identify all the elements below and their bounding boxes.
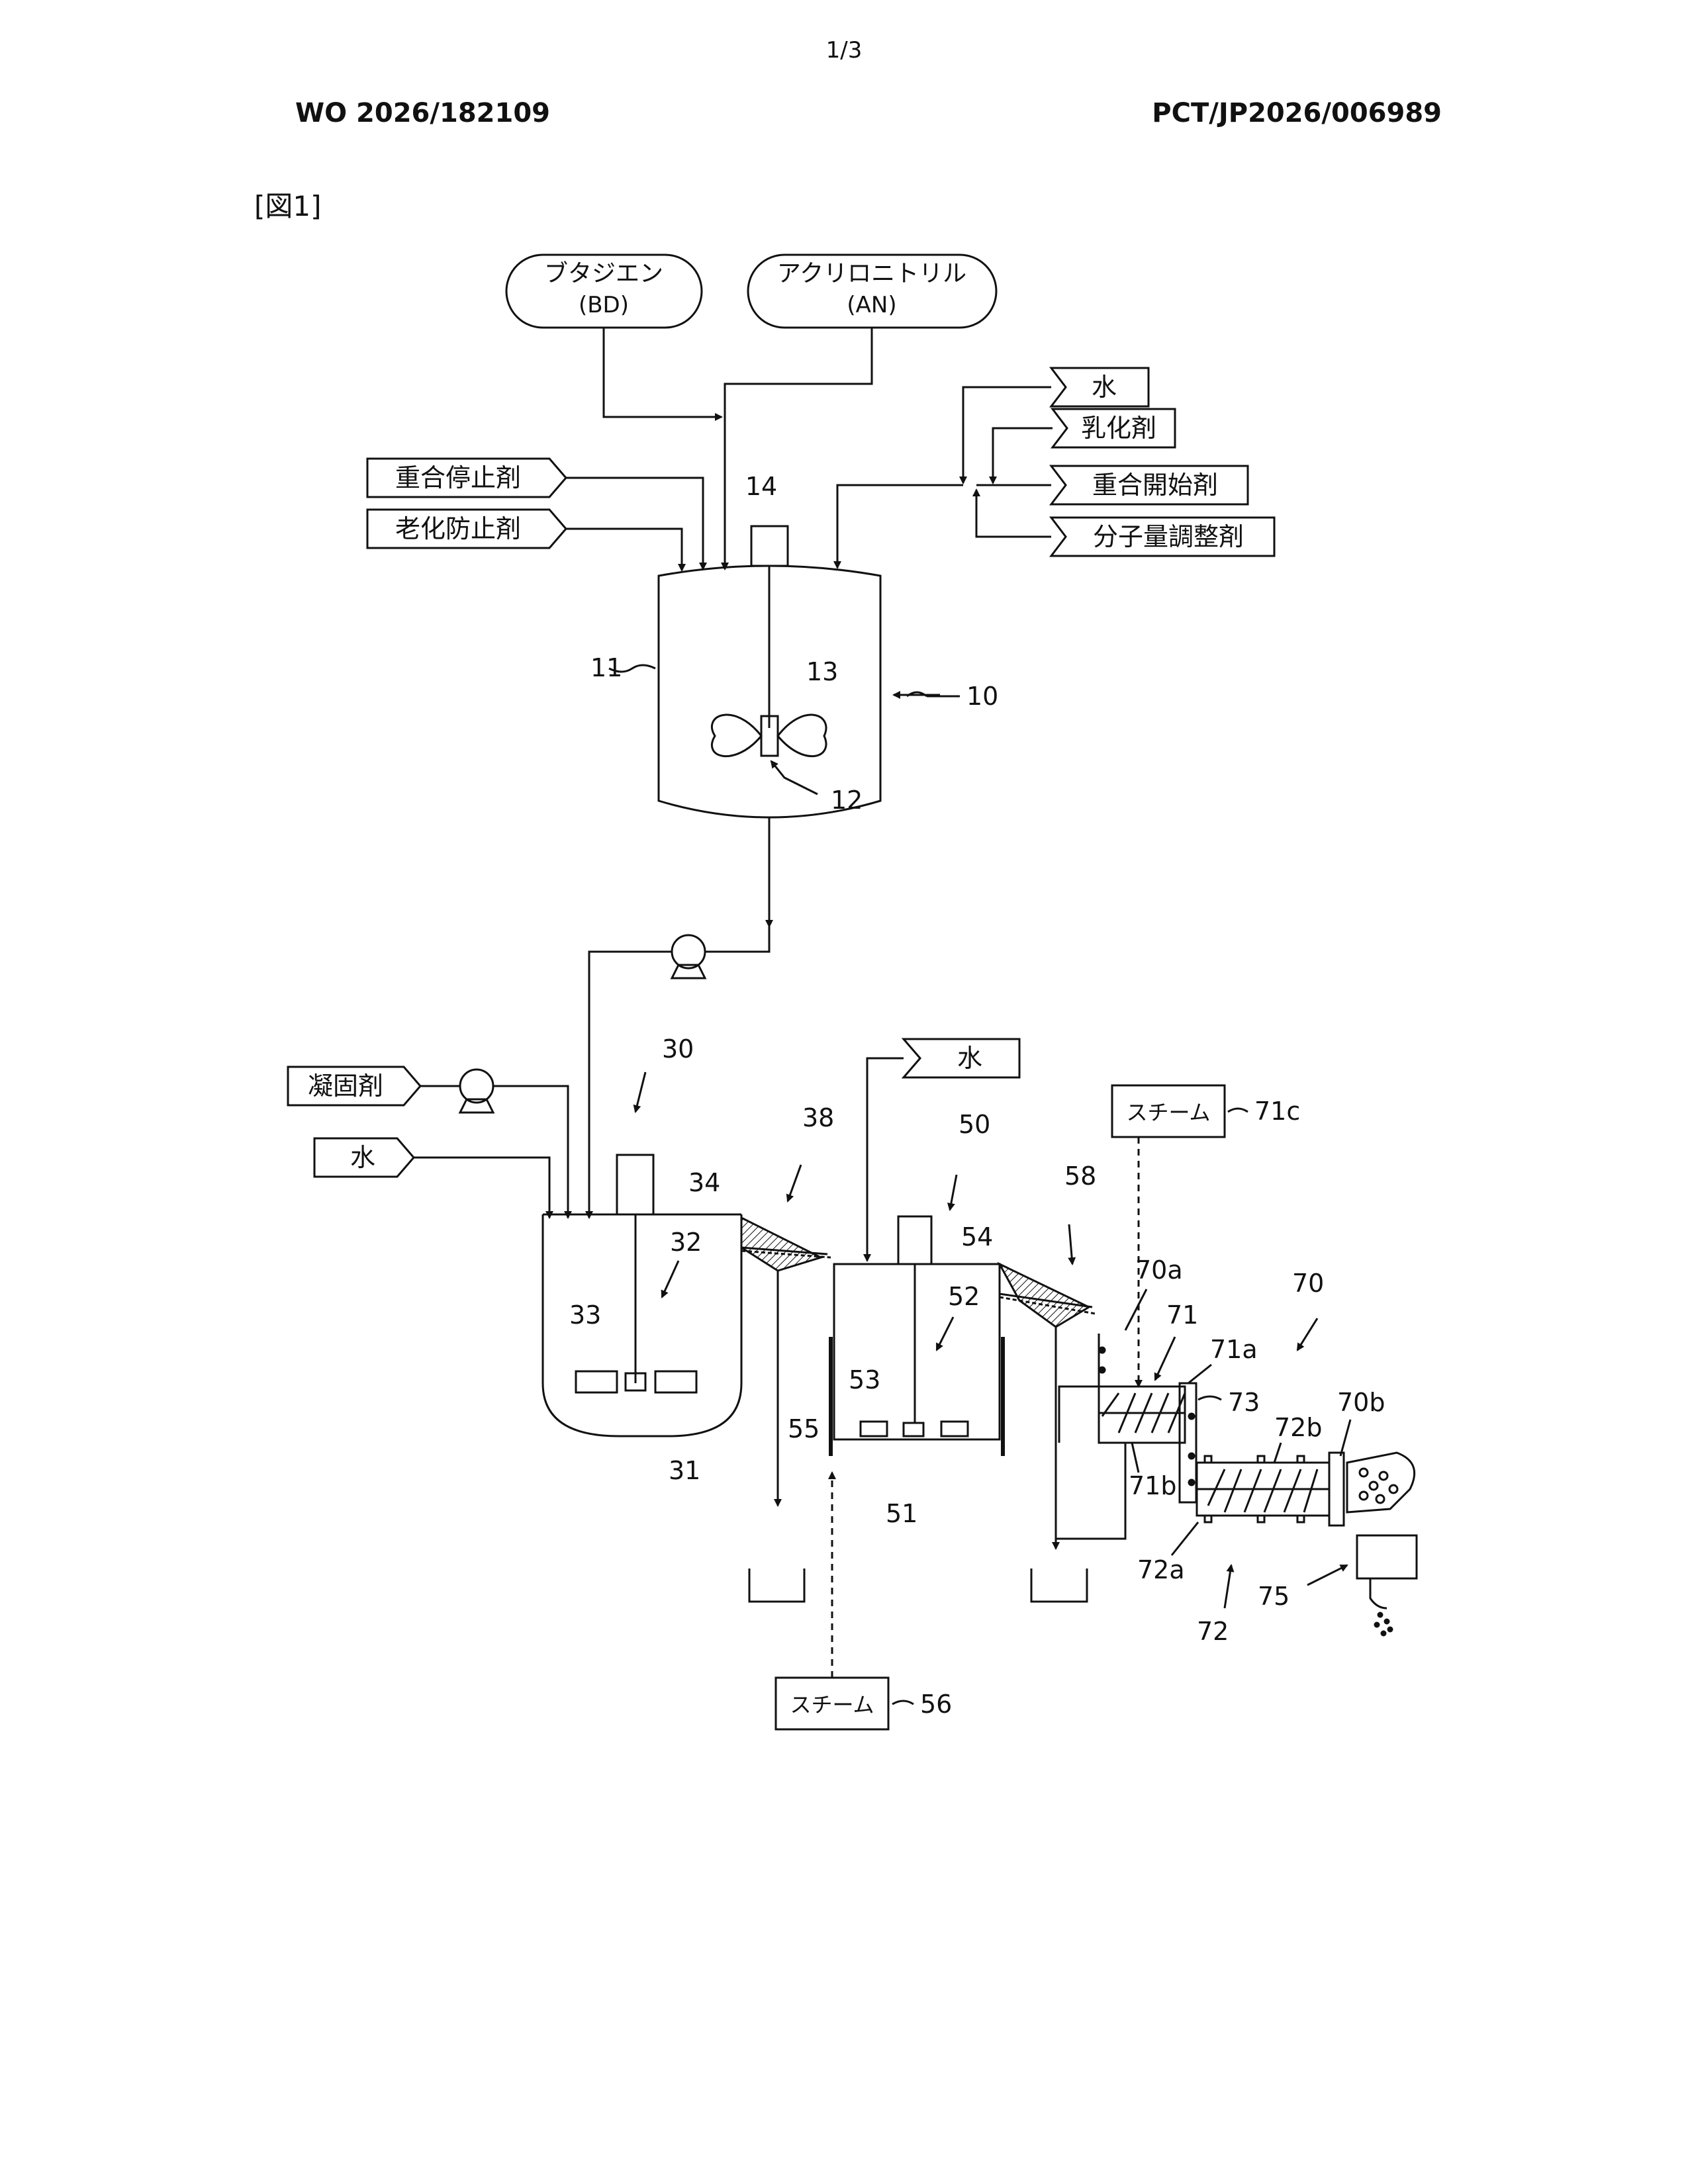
coagulant-pump (460, 1069, 493, 1113)
ref-71: 71 (1166, 1300, 1198, 1330)
steam-label-1: スチーム (790, 1692, 874, 1717)
ref-50: 50 (959, 1110, 990, 1139)
antioxidant-label: 老化防止剤 (395, 514, 521, 543)
stopper-label: 重合停止剤 (395, 463, 521, 492)
water-label-3: 水 (957, 1044, 982, 1073)
screw-flights-72 (1208, 1469, 1317, 1512)
butadiene-label: ブタジエン (544, 260, 663, 287)
initiator-feed: 重合開始剤 (1051, 466, 1248, 504)
coagulant-label: 凝固剤 (308, 1071, 383, 1101)
ref-10: 10 (966, 682, 998, 711)
ref-72: 72 (1197, 1617, 1229, 1646)
ref-70b: 70b (1337, 1388, 1385, 1417)
ref-11: 11 (590, 653, 622, 682)
acrylonitrile-label: アクリロニトリル (777, 260, 966, 287)
coagulant-feed: 凝固剤 (288, 1067, 420, 1105)
screen-38 (741, 1218, 831, 1271)
ref-72a: 72a (1137, 1555, 1185, 1584)
water-label-1: 水 (1092, 373, 1117, 402)
ref-53: 53 (849, 1365, 880, 1394)
steam-source-71c: スチーム (1112, 1085, 1225, 1137)
ref-12: 12 (831, 786, 863, 815)
ref-34: 34 (688, 1168, 720, 1197)
stopper-feed: 重合停止剤 (367, 459, 566, 497)
initiator-label: 重合開始剤 (1092, 471, 1218, 500)
acrylonitrile-feed: アクリロニトリル (AN) (748, 255, 996, 328)
ref-72b: 72b (1274, 1413, 1322, 1442)
latex-pump (672, 935, 705, 978)
ref-71a: 71a (1210, 1335, 1258, 1364)
ref-54: 54 (961, 1222, 993, 1251)
steam-source-56: スチーム (776, 1678, 888, 1729)
screen-58 (1000, 1264, 1096, 1327)
antioxidant-feed: 老化防止剤 (367, 510, 566, 548)
ref-14: 14 (745, 472, 777, 501)
ref-70a: 70a (1135, 1255, 1183, 1285)
ref-58: 58 (1064, 1161, 1096, 1191)
ref-51: 51 (886, 1499, 917, 1528)
ref-33: 33 (569, 1300, 601, 1330)
emulsifier-label: 乳化剤 (1081, 414, 1156, 443)
butadiene-abbrev: (BD) (579, 292, 629, 318)
emulsifier-feed: 乳化剤 (1053, 409, 1175, 447)
ref-30: 30 (662, 1034, 694, 1064)
water-feed-1: 水 (1051, 368, 1149, 406)
mw-modifier-label: 分子量調整剤 (1093, 522, 1244, 551)
ref-13: 13 (806, 657, 838, 686)
ref-38: 38 (802, 1103, 834, 1132)
ref-32: 32 (670, 1228, 702, 1257)
water-feed-3: 水 (904, 1039, 1019, 1077)
ref-52: 52 (948, 1282, 980, 1311)
drain-2 (1031, 1569, 1087, 1602)
acrylonitrile-abbrev: (AN) (847, 292, 896, 318)
ref-70: 70 (1292, 1269, 1324, 1298)
ref-31: 31 (669, 1456, 700, 1485)
collector-75 (1357, 1535, 1417, 1635)
drain-1 (749, 1569, 804, 1602)
butadiene-feed: ブタジエン (BD) (506, 255, 702, 328)
water-label-2: 水 (350, 1143, 375, 1172)
cutter-70b (1347, 1453, 1415, 1512)
ref-71c: 71c (1254, 1097, 1300, 1126)
impeller-right-blade (778, 715, 826, 756)
mw-modifier-feed: 分子量調整剤 (1051, 518, 1274, 556)
impeller-left-blade (712, 715, 761, 756)
polymerization-reactor (659, 526, 880, 817)
steam-label-2: スチーム (1126, 1100, 1210, 1125)
ref-73: 73 (1228, 1388, 1260, 1417)
extruder-dryer-72 (1197, 1453, 1344, 1525)
washing-tank (831, 1216, 1003, 1456)
water-feed-2: 水 (314, 1138, 414, 1177)
ref-56: 56 (920, 1690, 952, 1719)
ref-75: 75 (1258, 1582, 1289, 1611)
ref-71b: 71b (1129, 1471, 1176, 1500)
ref-55: 55 (788, 1414, 820, 1443)
